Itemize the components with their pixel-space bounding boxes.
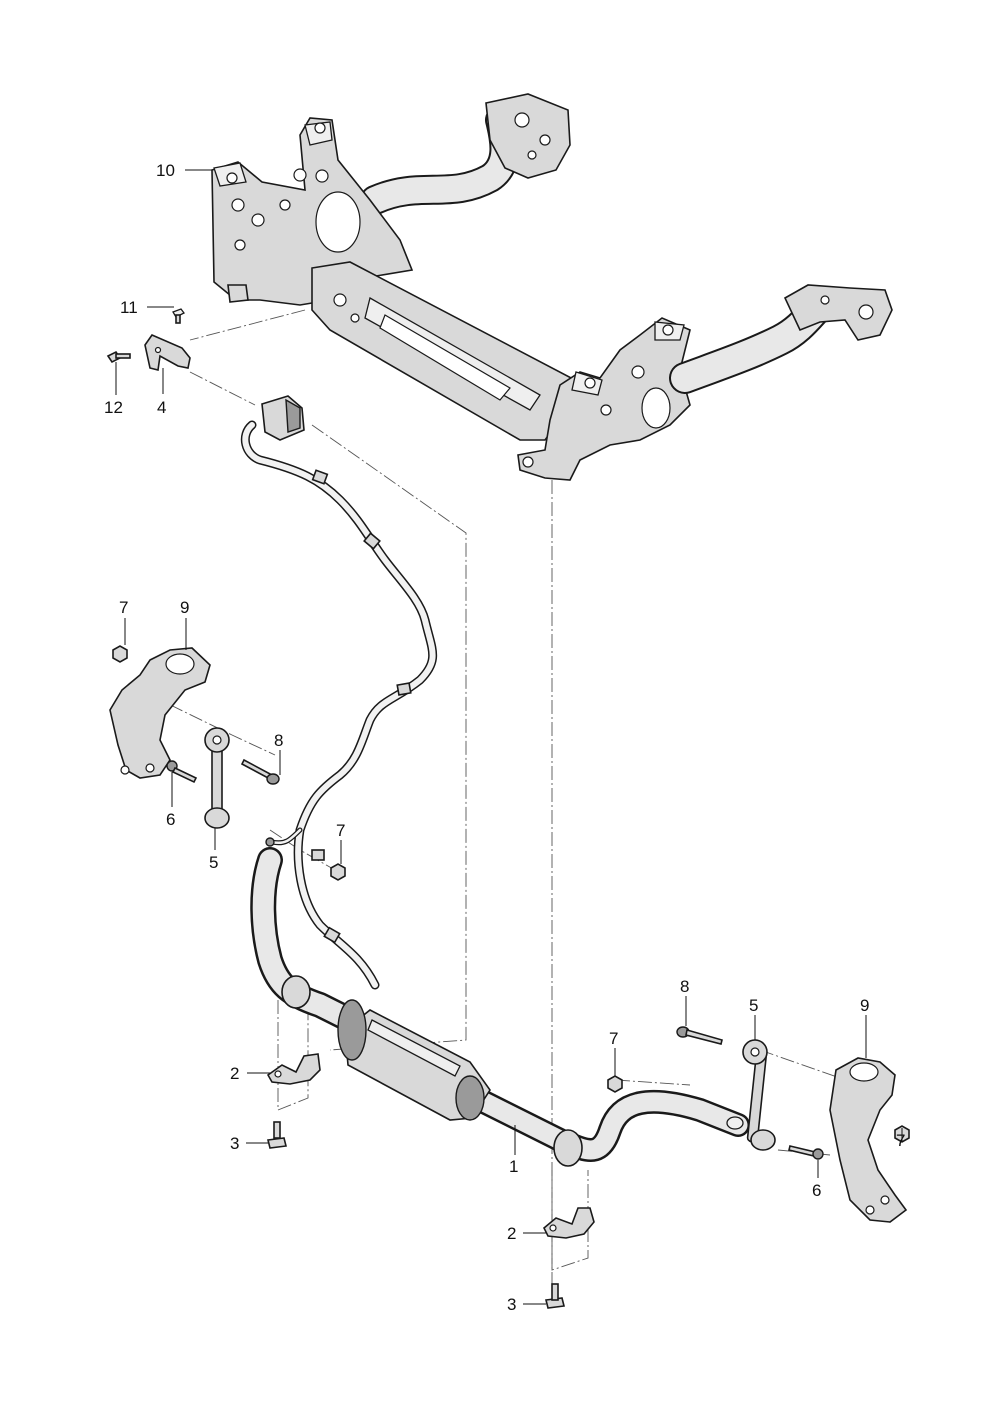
callout-8-right: 8 — [680, 977, 689, 996]
callout-3-left: 3 — [230, 1134, 239, 1153]
bushing-clamp-left — [266, 1053, 321, 1085]
callout-5-left: 5 — [209, 853, 218, 872]
bolt-left-6 — [166, 760, 198, 784]
leader-lines — [115, 169, 903, 1305]
wiring-harness — [240, 395, 438, 990]
callout-12: 12 — [104, 398, 123, 417]
coupling-rod-left — [204, 727, 230, 829]
callout-9-left: 9 — [180, 598, 189, 617]
callout-1: 1 — [509, 1157, 518, 1176]
swivel-bearing-left — [109, 647, 211, 779]
callout-5-right: 5 — [749, 996, 758, 1015]
nut-left-top — [112, 645, 128, 663]
clamp-bolt-right — [545, 1283, 565, 1309]
callout-2-right: 2 — [507, 1224, 516, 1243]
front-subframe — [211, 93, 893, 481]
bolt-right-6 — [788, 1145, 824, 1160]
callout-7-right: 7 — [896, 1131, 905, 1150]
wiring-bracket — [144, 334, 191, 371]
callout-7-left-top: 7 — [119, 598, 128, 617]
callout-7-center: 7 — [336, 821, 345, 840]
assembly-lines — [149, 309, 841, 1300]
coupling-rod-right — [742, 1039, 776, 1151]
nut-right-upper — [607, 1075, 623, 1093]
callout-3-right: 3 — [507, 1295, 516, 1314]
swivel-bearing-right — [829, 1057, 908, 1223]
callout-10: 10 — [156, 161, 175, 180]
callout-6-right: 6 — [812, 1181, 821, 1200]
stabilizer-bar-actuator — [250, 847, 750, 1167]
callout-2-left: 2 — [230, 1064, 239, 1083]
callout-11: 11 — [120, 298, 138, 317]
callout-8-left: 8 — [274, 731, 283, 750]
callout-7-right-upper: 7 — [609, 1029, 618, 1048]
bolt-left-8 — [240, 758, 280, 785]
callout-9-right: 9 — [860, 996, 869, 1015]
callout-4: 4 — [157, 398, 166, 417]
callout-labels: 10 11 12 4 7 9 8 6 5 7 2 3 1 8 5 9 7 7 6… — [104, 161, 905, 1314]
bracket-screw — [172, 308, 185, 324]
clamp-bolt-left — [267, 1121, 287, 1149]
bushing-clamp-right — [543, 1207, 595, 1239]
nut-center — [330, 863, 346, 881]
bolt-right-8 — [676, 1026, 723, 1045]
bracket-bolt — [106, 350, 131, 364]
callout-6-left: 6 — [166, 810, 175, 829]
